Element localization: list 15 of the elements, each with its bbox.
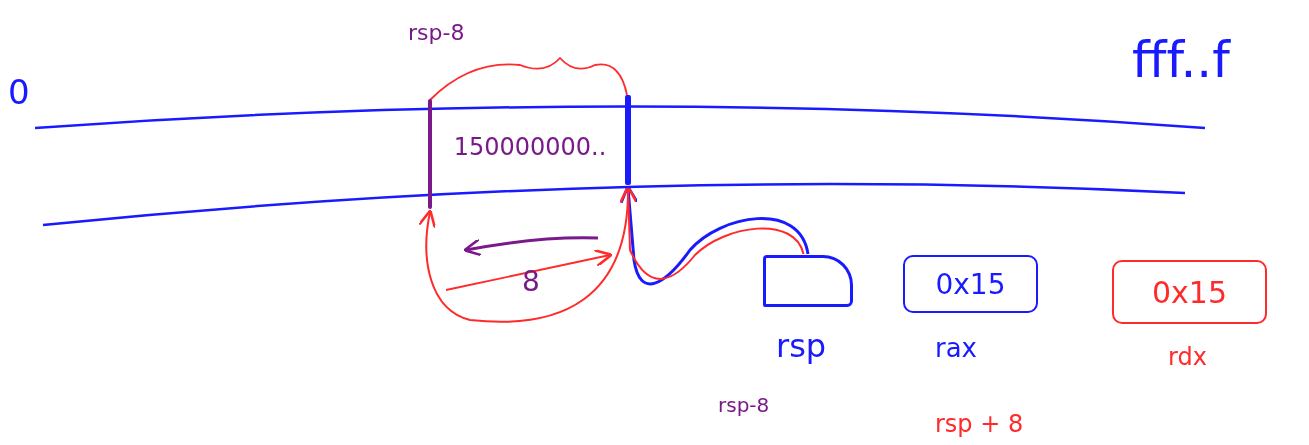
register-box: 0x15 [1112, 260, 1267, 324]
dimension-label: 8 [522, 268, 540, 296]
note-text: rsp + 8 [935, 412, 1024, 436]
register-name: rax [935, 335, 977, 361]
memory-cell: 150000000.. [435, 107, 625, 187]
register-name: rdx [1168, 345, 1207, 369]
register-box: 0x15 [903, 255, 1038, 313]
cell-boundary [625, 95, 631, 185]
offset-label: rsp-8 [408, 22, 465, 44]
address-label: 0 [8, 75, 30, 109]
register-name: rsp [776, 330, 827, 362]
address-label: fff..f [1132, 35, 1230, 85]
cell-boundary [428, 99, 432, 209]
note-text: rsp-8 [718, 395, 770, 415]
register-box [763, 255, 853, 307]
